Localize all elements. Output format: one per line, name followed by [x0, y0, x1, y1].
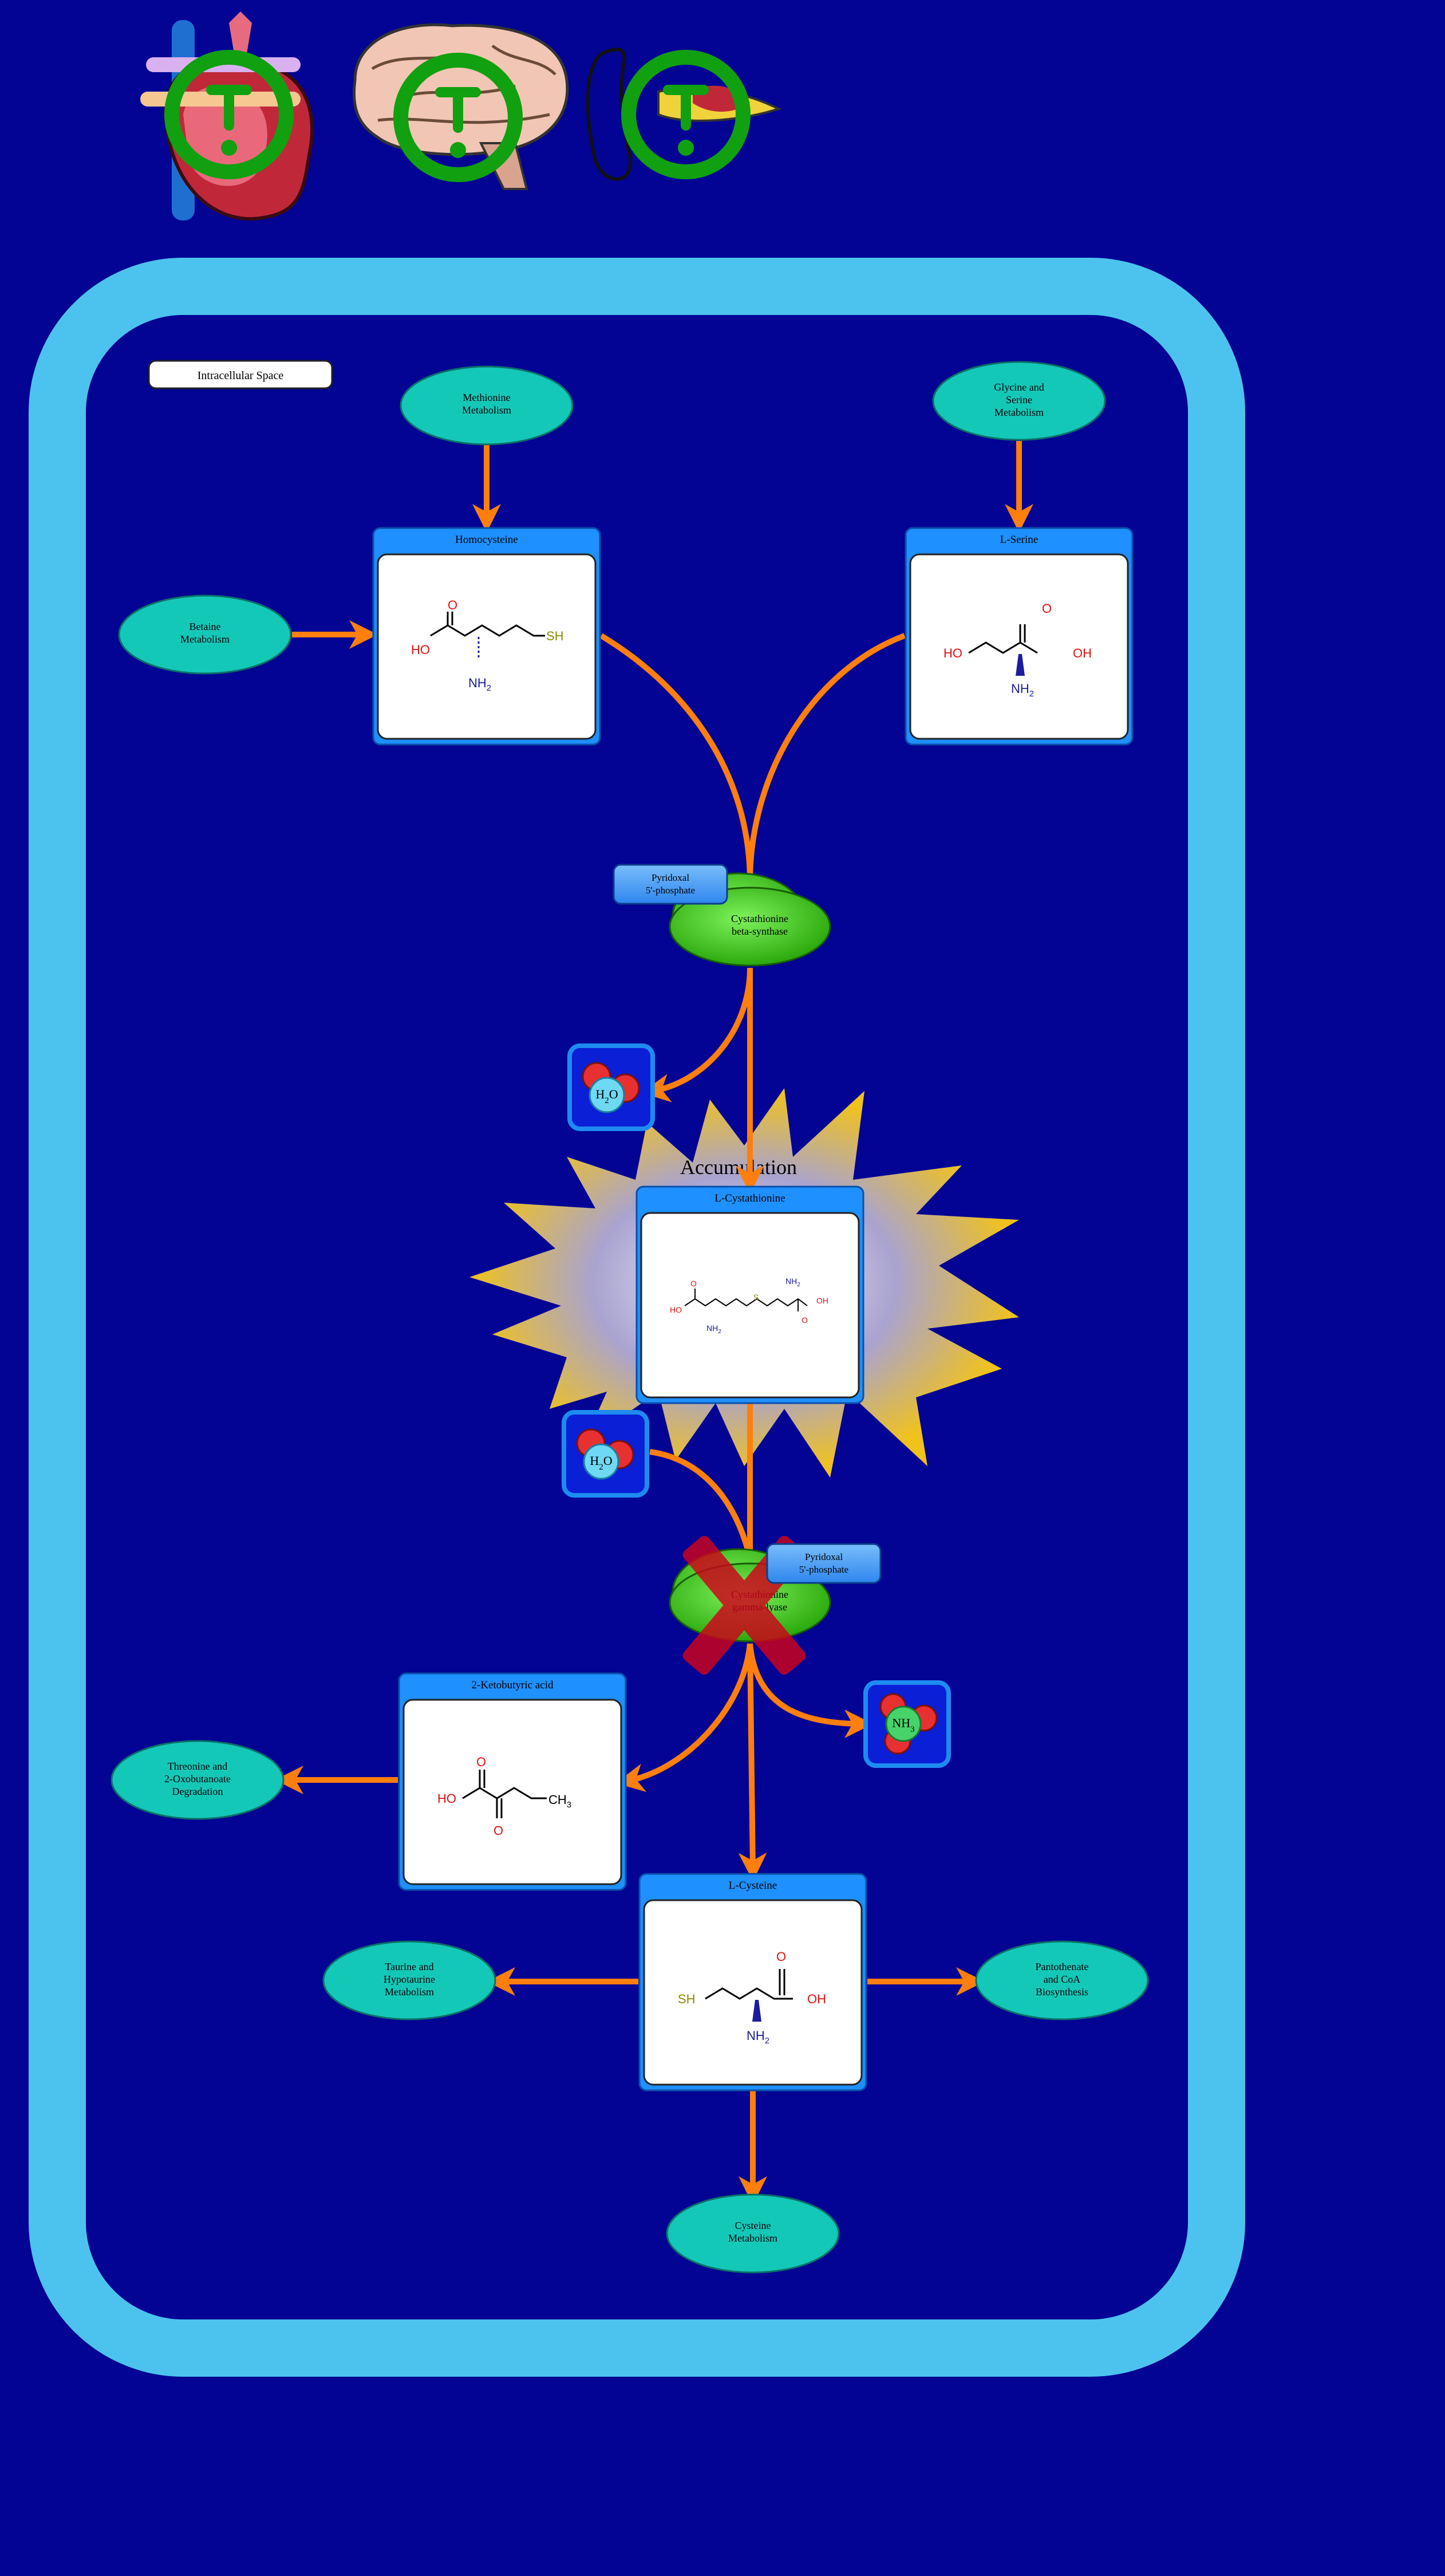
svg-text:Methionine: Methionine [463, 392, 511, 403]
edge-homocysteine-cbs [599, 633, 753, 883]
svg-text:NH2: NH2 [1011, 682, 1034, 699]
svg-text:S: S [753, 1293, 759, 1302]
svg-text:L-Cysteine: L-Cysteine [729, 1880, 777, 1892]
svg-text:Degradation: Degradation [172, 1786, 223, 1797]
cell-membrane [29, 258, 1245, 2377]
pathway-glycine-serine[interactable]: Glycine and Serine Metabolism [932, 361, 1106, 441]
svg-text:HO: HO [670, 1305, 682, 1314]
svg-text:Metabolism: Metabolism [180, 633, 230, 645]
svg-text:Pyridoxal: Pyridoxal [805, 1551, 843, 1562]
svg-text:NH2: NH2 [468, 676, 491, 693]
svg-text:5'-phosphate: 5'-phosphate [646, 885, 695, 896]
cofactor-plp-2: Pyridoxal 5'-phosphate [766, 1543, 882, 1584]
metabolite-serine[interactable]: L-Serine HO O OH NH2 [905, 527, 1134, 746]
svg-text:O: O [802, 1315, 808, 1325]
svg-text:Pantothenate: Pantothenate [1036, 1961, 1089, 1972]
pathway-threonine[interactable]: Threonine and 2-Oxobutanoate Degradation [110, 1740, 285, 1820]
svg-text:CH3: CH3 [548, 1793, 571, 1810]
svg-text:OH: OH [816, 1296, 828, 1305]
svg-text:Metabolism: Metabolism [994, 407, 1044, 418]
svg-text:HO: HO [943, 646, 962, 660]
svg-text:2-Oxobutanoate: 2-Oxobutanoate [164, 1773, 231, 1785]
svg-text:Threonine and: Threonine and [168, 1760, 227, 1772]
edge-water-cgl [649, 1449, 753, 1559]
svg-text:SH: SH [546, 629, 564, 643]
reaction-edges [275, 441, 1033, 2205]
svg-text:Pyridoxal: Pyridoxal [652, 872, 689, 883]
pathway-taurine[interactable]: Taurine and Hypotaurine Metabolism [322, 1940, 496, 2020]
svg-text:O: O [476, 1755, 486, 1769]
svg-text:NH2: NH2 [706, 1324, 721, 1335]
water-molecule-1[interactable]: H2O [567, 1043, 655, 1131]
svg-text:and CoA: and CoA [1044, 1974, 1081, 1985]
svg-text:OH: OH [807, 1992, 826, 2006]
cystathionine-structure: O HO NH2 S NH2 OH O [670, 1277, 828, 1335]
pathway-methionine[interactable]: Methionine Metabolism [400, 365, 574, 446]
svg-text:HO: HO [411, 643, 430, 657]
svg-text:Serine: Serine [1006, 394, 1032, 405]
metabolite-homocysteine[interactable]: Homocysteine O HO SH NH2 [372, 527, 601, 746]
edge-cgl-ketobutyric [615, 1643, 753, 1792]
compartment-label: Intracellular Space [148, 360, 333, 389]
water-molecule-2[interactable]: H2O [562, 1410, 649, 1498]
metabolite-cystathionine[interactable]: L-Cystathionine O HO NH2 S NH2 OH O [635, 1185, 864, 1404]
svg-text:Betaine: Betaine [189, 621, 221, 632]
svg-text:Hypotaurine: Hypotaurine [384, 1974, 435, 1985]
svg-text:Metabolism: Metabolism [385, 1986, 434, 1998]
svg-text:O: O [776, 1949, 786, 1964]
svg-text:NH2: NH2 [747, 2028, 769, 2046]
pathway-betaine[interactable]: Betaine Metabolism [118, 594, 292, 675]
metabolite-cysteine[interactable]: L-Cysteine SH O OH NH2 [638, 1873, 867, 2091]
homocysteine-structure: O HO SH NH2 [411, 598, 564, 693]
pathway-pantothenate[interactable]: Pantothenate and CoA Biosynthesis [975, 1940, 1149, 2020]
svg-text:H2O: H2O [590, 1454, 612, 1472]
svg-text:O: O [690, 1279, 697, 1288]
kidney-icon [586, 48, 782, 181]
accumulation-label: Accumulation [680, 1156, 797, 1179]
svg-text:Metabolism: Metabolism [728, 2232, 777, 2244]
svg-text:Glycine and: Glycine and [994, 381, 1044, 393]
edge-cbs-water [641, 967, 753, 1102]
ammonia-molecule[interactable]: NH3 [863, 1680, 951, 1768]
svg-text:O: O [448, 598, 457, 612]
svg-text:Cysteine: Cysteine [735, 2220, 771, 2231]
ketobutyric-structure: O HO O CH3 [437, 1755, 571, 1838]
svg-text:Biosynthesis: Biosynthesis [1036, 1986, 1088, 1998]
svg-text:L-Cystathionine: L-Cystathionine [714, 1192, 785, 1204]
svg-text:HO: HO [437, 1791, 456, 1806]
svg-text:L-Serine: L-Serine [1000, 534, 1038, 546]
svg-text:2-Ketobutyric acid: 2-Ketobutyric acid [472, 1679, 554, 1691]
metabolite-ketobutyric-acid[interactable]: 2-Ketobutyric acid O HO O CH3 [398, 1672, 627, 1891]
svg-text:O: O [1042, 601, 1052, 616]
svg-text:Taurine and: Taurine and [385, 1961, 433, 1972]
svg-text:NH2: NH2 [785, 1277, 800, 1288]
serine-structure: HO O OH NH2 [943, 601, 1092, 699]
svg-text:SH: SH [678, 1992, 696, 2006]
brain-icon [352, 23, 569, 190]
edge-cgl-ammonia [747, 1643, 873, 1738]
svg-text:5'-phosphate: 5'-phosphate [799, 1564, 848, 1575]
svg-text:Cystathionine: Cystathionine [731, 913, 788, 924]
svg-text:Metabolism: Metabolism [462, 404, 511, 416]
heart-icon [140, 11, 314, 221]
svg-text:OH: OH [1073, 646, 1092, 660]
svg-text:NH3: NH3 [892, 1716, 914, 1734]
edge-cgl-cysteine [738, 1643, 767, 1881]
svg-text:beta-synthase: beta-synthase [732, 925, 788, 937]
svg-text:O: O [493, 1823, 503, 1838]
cysteine-structure: SH O OH NH2 [678, 1949, 826, 2046]
edge-serine-cbs [747, 633, 906, 883]
svg-text:H2O: H2O [595, 1087, 618, 1105]
compartment-label-text: Intracellular Space [198, 369, 284, 382]
cofactor-plp-1: Pyridoxal 5'-phosphate [613, 864, 728, 905]
svg-text:Homocysteine: Homocysteine [455, 534, 518, 546]
pathway-cysteine-metabolism[interactable]: Cysteine Metabolism [666, 2193, 840, 2274]
